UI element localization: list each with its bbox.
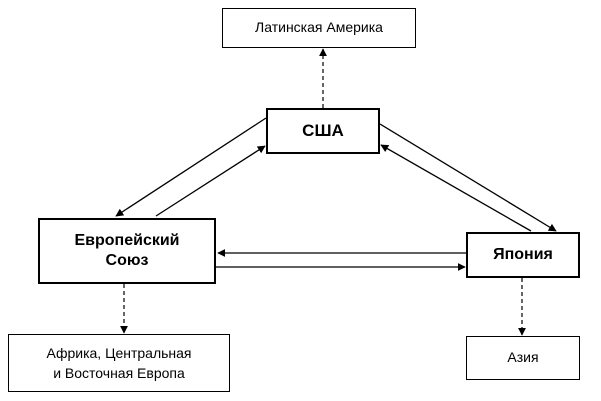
node-asia: Азия — [466, 336, 580, 380]
node-japan: Япония — [466, 232, 580, 278]
node-european-union: Европейский Союз — [38, 218, 216, 284]
node-usa: США — [266, 108, 380, 154]
node-africa-label-line1: Африка, Центральная — [46, 344, 192, 361]
arrow-eu-to-usa — [155, 145, 266, 217]
arrow-japan-to-usa — [380, 144, 532, 232]
node-usa-label: США — [302, 121, 344, 141]
arrow-usa-to-eu — [115, 117, 267, 217]
node-eu-label-line2: Союз — [105, 252, 149, 269]
node-japan-label: Япония — [493, 246, 553, 263]
node-asia-label: Азия — [507, 349, 539, 366]
node-africa-central-eastern-europe: Африка, Центральная и Восточная Европа — [8, 334, 230, 392]
arrow-usa-to-japan — [379, 123, 557, 232]
node-latin-america: Латинская Америка — [222, 8, 416, 48]
node-latin-america-label: Латинская Америка — [255, 19, 383, 36]
node-africa-label-line2: и Восточная Европа — [53, 365, 185, 381]
node-eu-label-line1: Европейский — [74, 232, 180, 249]
